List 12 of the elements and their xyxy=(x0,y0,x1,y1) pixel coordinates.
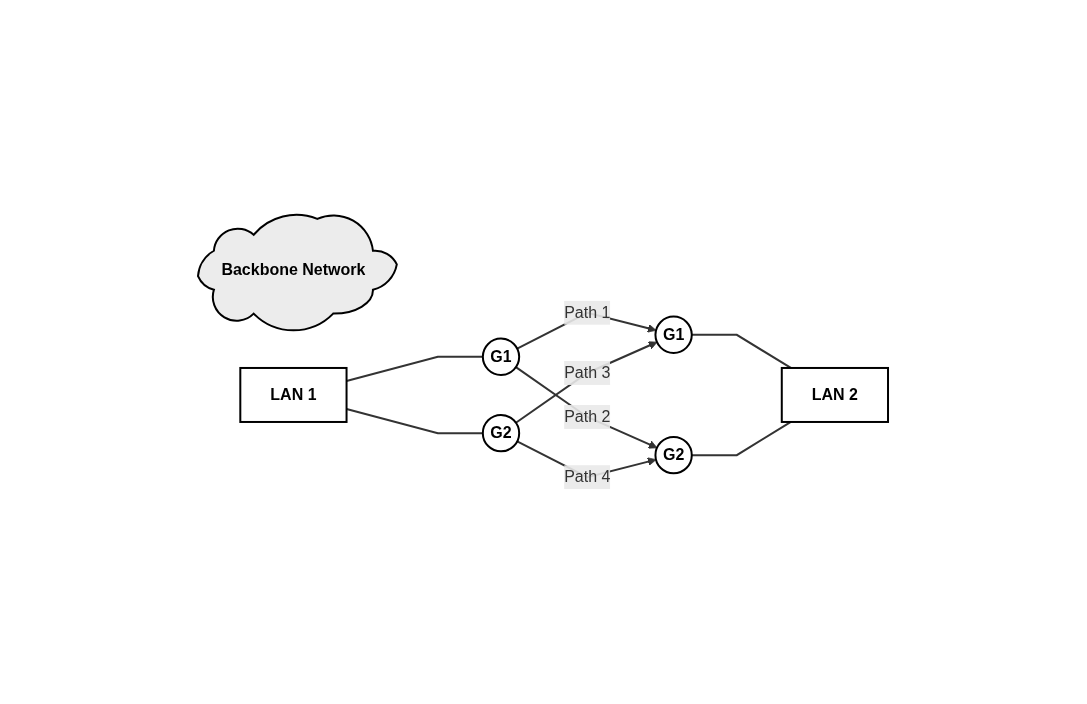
node-box: LAN 1 xyxy=(239,366,349,423)
node-circle: G2 xyxy=(482,413,521,453)
edge-label: Path 4 xyxy=(564,468,611,486)
node-circle: G2 xyxy=(654,435,694,475)
arrow xyxy=(515,341,658,424)
edge-label: Path 3 xyxy=(564,363,611,381)
arrow xyxy=(515,366,658,449)
edge-label: Path 1 xyxy=(564,303,611,321)
node-circle: G1 xyxy=(654,315,694,354)
node-box: LAN 2 xyxy=(781,366,890,423)
node-circle: G1 xyxy=(482,337,521,376)
edge-label: Path 2 xyxy=(564,407,611,425)
